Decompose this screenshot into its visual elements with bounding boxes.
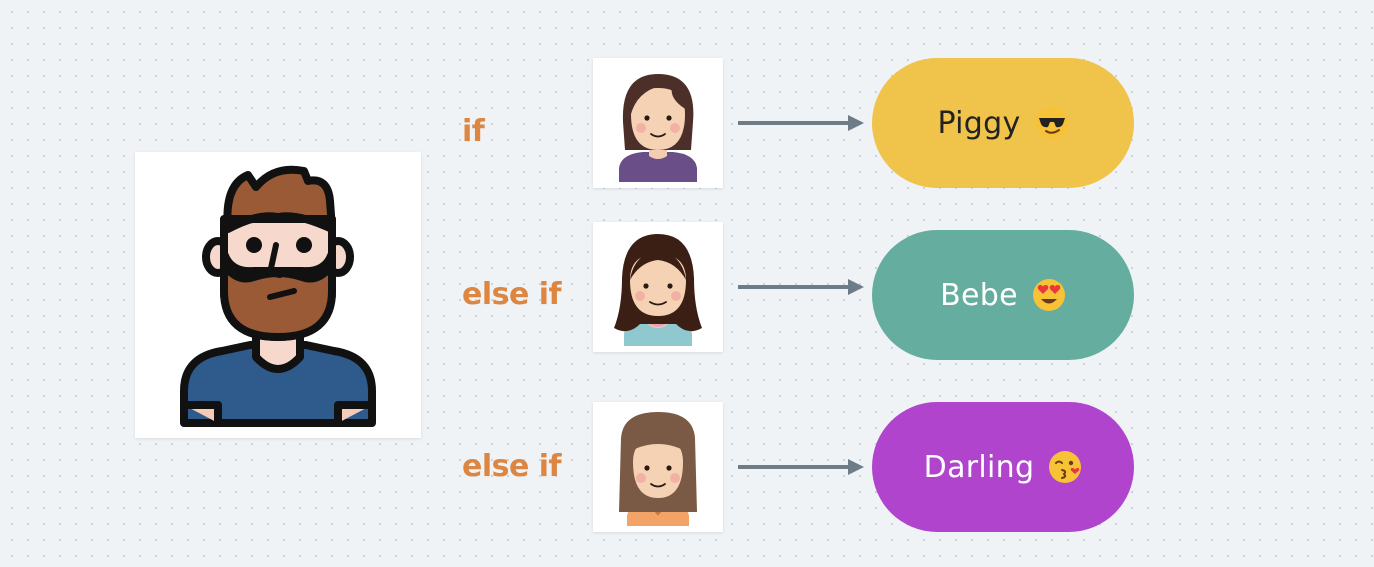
- result-pill: Darling: [872, 402, 1134, 532]
- bearded-man-avatar-icon: [180, 165, 376, 427]
- result-label: Piggy: [937, 105, 1021, 141]
- arrow-icon: [738, 459, 864, 475]
- woman-brown-hair-purple-top-icon: [619, 74, 697, 182]
- avatar-card: [593, 222, 723, 352]
- arrow-icon: [738, 115, 864, 131]
- woman-straight-hair-orange-top-icon: [619, 412, 697, 526]
- sunglasses-face-icon: [1035, 106, 1069, 140]
- avatar-card: [593, 402, 723, 532]
- avatar-card: [593, 58, 723, 188]
- result-pill: Piggy: [872, 58, 1134, 188]
- woman-dark-hair-teal-top-icon: [614, 234, 702, 346]
- main-avatar-card: [135, 152, 421, 438]
- result-label: Darling: [923, 449, 1035, 485]
- condition-label: else if: [462, 449, 562, 484]
- result-label: Bebe: [940, 277, 1018, 313]
- heart-eyes-face-icon: [1032, 278, 1066, 312]
- result-pill: Bebe: [872, 230, 1134, 360]
- arrow-icon: [738, 279, 864, 295]
- kissing-face-icon: [1048, 450, 1082, 484]
- condition-label: else if: [462, 277, 562, 312]
- condition-label: if: [462, 114, 485, 149]
